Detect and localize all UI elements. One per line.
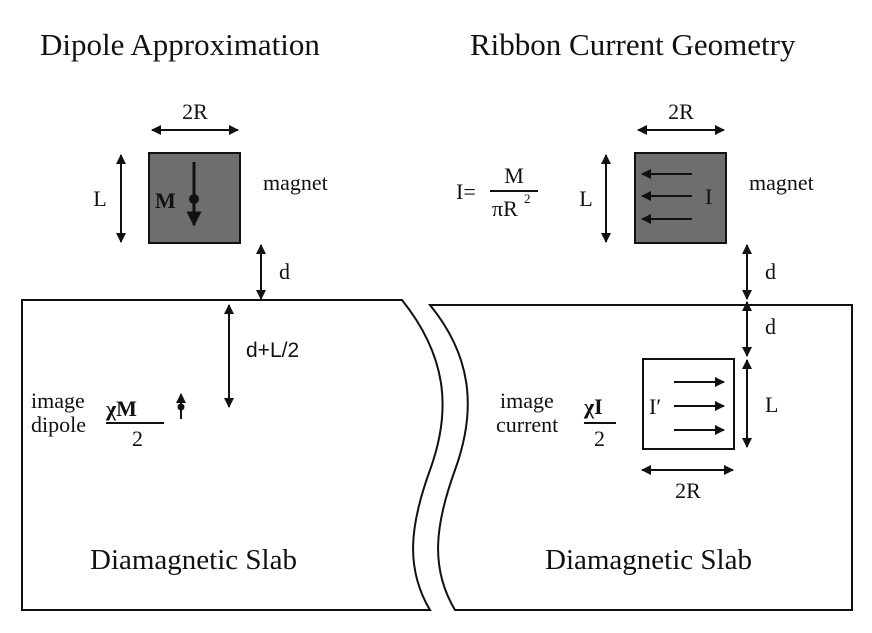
- right-image-length-label: L: [765, 392, 778, 417]
- right-image-current-label: I′: [649, 394, 661, 419]
- left-length-label: L: [93, 186, 106, 211]
- left-width-label: 2R: [182, 99, 208, 124]
- left-gap-label: d: [279, 259, 290, 284]
- left-slab-label: Diamagnetic Slab: [90, 544, 297, 576]
- left-fraction-denominator: 2: [132, 426, 143, 451]
- right-slab-label: Diamagnetic Slab: [545, 544, 752, 576]
- left-magnet-label: magnet: [263, 170, 328, 195]
- left-fraction-numerator: χM: [105, 396, 137, 421]
- right-formula-lhs: I=: [456, 179, 476, 204]
- right-slab: [427, 304, 853, 611]
- right-image-label-2: current: [496, 412, 558, 437]
- left-title: Dipole Approximation: [40, 27, 320, 62]
- right-gap-label: d: [765, 259, 776, 284]
- left-image-depth-label: d+L/2: [246, 339, 299, 362]
- right-length-label: L: [579, 186, 592, 211]
- left-slab: [21, 299, 444, 611]
- right-width-label: 2R: [668, 99, 694, 124]
- right-image-gap-label: d: [765, 314, 776, 339]
- right-magnet: [634, 152, 727, 244]
- right-fraction-numerator: χI: [583, 394, 603, 419]
- right-image-label-1: image: [500, 388, 554, 413]
- right-title: Ribbon Current Geometry: [470, 27, 796, 62]
- right-current-label: I: [705, 184, 712, 209]
- right-fraction-denominator: 2: [594, 426, 605, 451]
- left-image-label-2: dipole: [31, 412, 86, 437]
- right-formula-exponent: 2: [524, 191, 531, 206]
- left-moment-label: M: [155, 188, 176, 213]
- left-image-dipole-dot: [177, 403, 185, 411]
- left-image-label-1: image: [31, 388, 85, 413]
- right-image-width-label: 2R: [675, 478, 701, 503]
- right-magnet-label: magnet: [749, 170, 814, 195]
- right-formula-denominator: πR: [492, 196, 518, 221]
- right-formula-numerator: M: [504, 163, 524, 188]
